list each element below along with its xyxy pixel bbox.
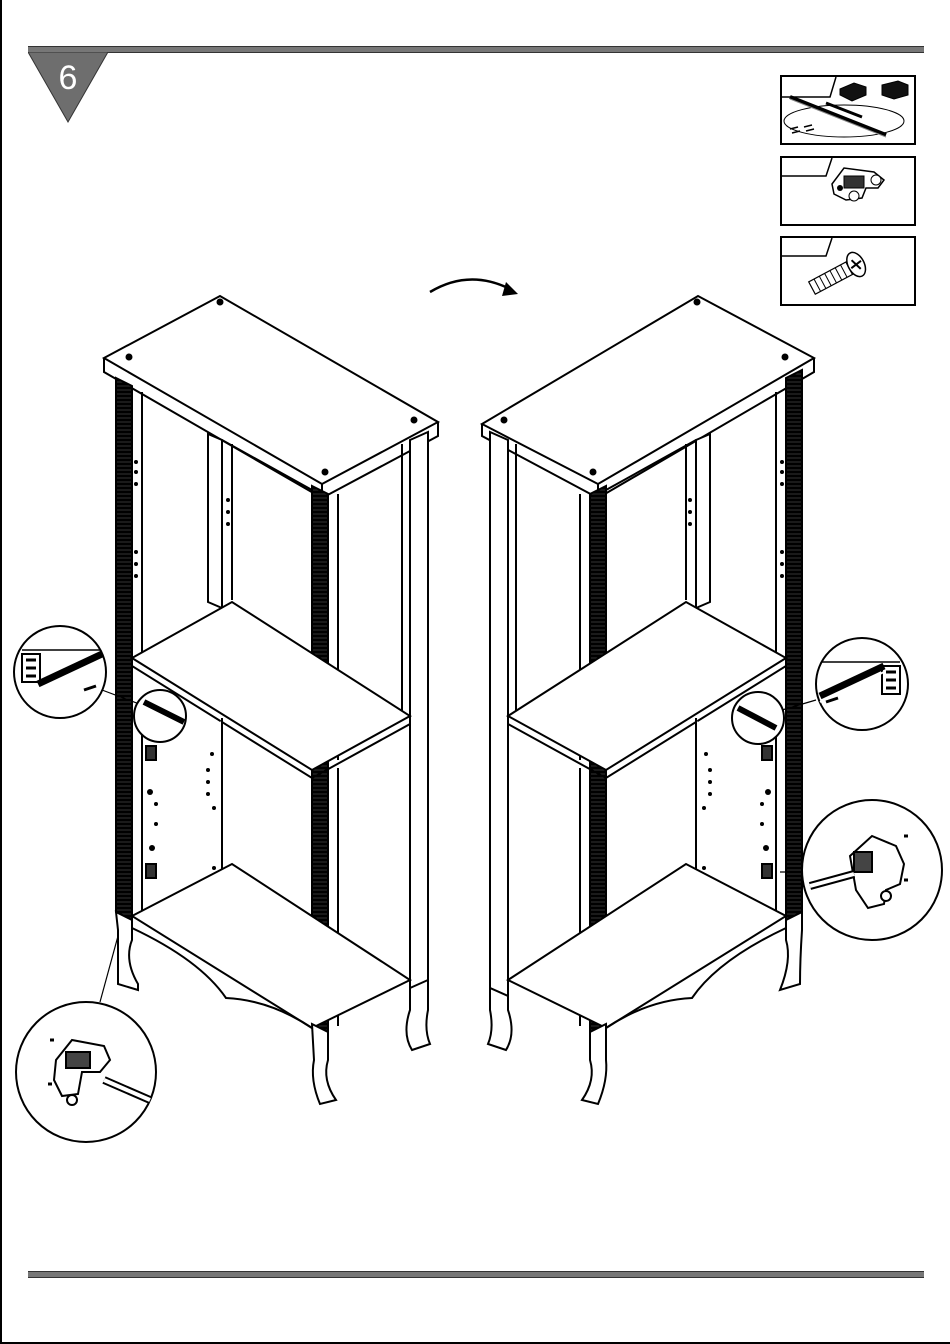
- detail-hinge-left: [16, 936, 156, 1142]
- detail-hinge-right: [780, 800, 942, 940]
- rotate-arrow-icon: [430, 279, 518, 296]
